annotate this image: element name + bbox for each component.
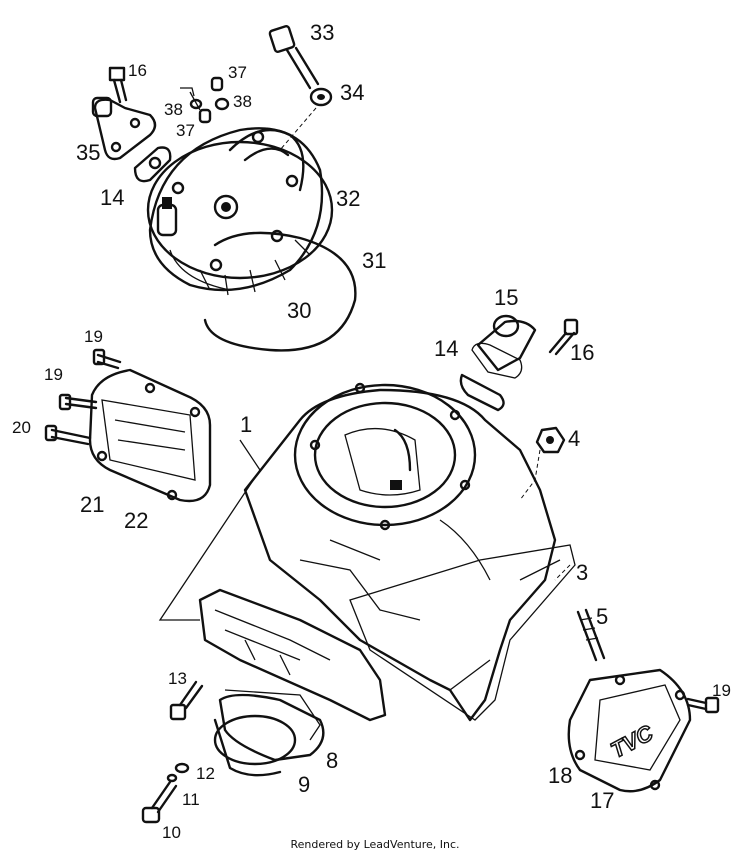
cylinder-head[interactable] [146,127,334,296]
label-16-right: 16 [570,340,594,365]
label-38-right: 38 [233,92,252,111]
cover-emblem: TVC [606,720,658,763]
bolt-19-right[interactable] [686,696,720,714]
head-bolt-33[interactable] [268,25,320,90]
bolts-19-20-left[interactable] [44,348,122,446]
leader-4 [519,449,541,501]
bolt-16-top[interactable] [108,66,128,104]
label-37-bottom: 37 [176,121,195,140]
label-17: 17 [590,788,614,813]
washer-34[interactable] [309,87,333,107]
label-3: 3 [576,560,588,585]
nut-4[interactable] [535,426,566,454]
bolt-16-right[interactable] [548,318,579,356]
label-14-top: 14 [100,185,124,210]
spacer-8[interactable] [224,689,321,741]
stud-5[interactable] [576,608,606,662]
label-19-b: 19 [44,365,63,384]
label-19-c: 19 [712,681,731,700]
label-10: 10 [162,823,181,842]
label-33: 33 [310,20,334,45]
label-21: 21 [80,492,104,517]
screw-10-washer-11-12[interactable] [141,762,190,824]
label-31: 31 [362,248,386,273]
base-gasket-3[interactable] [349,544,576,721]
label-18: 18 [548,763,572,788]
label-38-left: 38 [164,100,183,119]
head-gasket-30[interactable] [203,231,357,352]
label-19-a: 19 [84,327,103,346]
bolt-13[interactable] [169,680,204,721]
label-4: 4 [568,426,580,451]
label-35: 35 [76,140,100,165]
footer-credit: Rendered by LeadVenture, Inc. [290,838,460,851]
leader-3 [554,564,571,581]
label-16-top: 16 [128,61,147,80]
label-34: 34 [340,80,364,105]
label-5: 5 [596,604,608,629]
intake-flange-9[interactable] [213,693,325,777]
label-9: 9 [298,772,310,797]
label-37-top: 37 [228,63,247,82]
label-11: 11 [182,790,200,809]
label-8: 8 [326,748,338,773]
label-22: 22 [124,508,148,533]
cylinder-1[interactable] [243,382,561,722]
label-12: 12 [196,764,215,783]
leader-1 [158,439,261,621]
water-outlet-35[interactable] [91,96,157,161]
label-30: 30 [287,298,311,323]
leader-34 [279,107,317,151]
label-13: 13 [168,669,187,688]
label-32: 32 [336,186,360,211]
reed-valve-block[interactable] [198,588,387,722]
label-14-right: 14 [434,336,458,361]
label-1: 1 [240,412,252,437]
label-15: 15 [494,285,518,310]
water-elbow-15[interactable] [471,314,537,379]
side-cover-17[interactable] [567,668,692,793]
gasket-14-right[interactable] [459,373,505,412]
label-20: 20 [12,418,31,437]
screws-37-38[interactable] [180,76,230,124]
gasket-14-top[interactable] [133,146,172,183]
side-cover-21[interactable] [88,368,212,503]
